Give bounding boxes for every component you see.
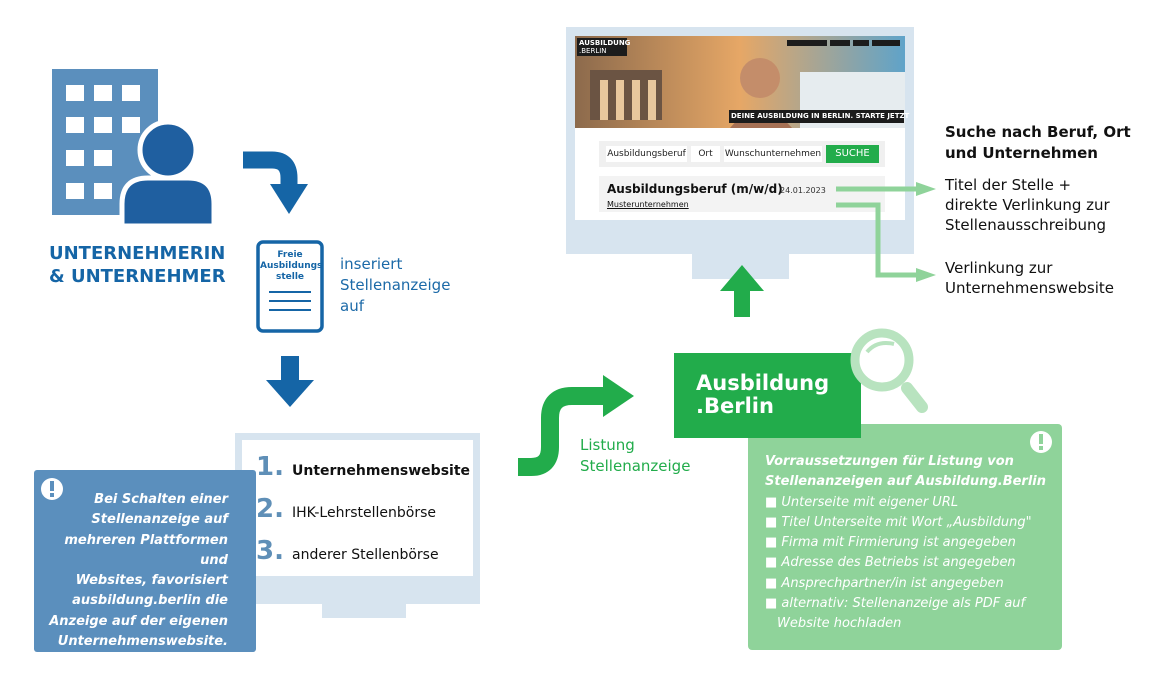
- website-search-button[interactable]: SUCHE: [835, 148, 870, 159]
- tip-text: Bei Schalten einer Stellenanzeige auf me…: [49, 492, 228, 650]
- curved-arrow-right-icon: [518, 375, 634, 476]
- requirements-box-bg: [748, 424, 1062, 650]
- job-document-icon: [256, 240, 324, 333]
- arrow-down-icon: [266, 356, 314, 407]
- website-banner-text: DEINE AUSBILDUNG IN BERLIN. STARTE JETZT: [731, 112, 910, 120]
- tip-box-bg: [34, 470, 256, 652]
- channel-item-ihk: 2. IHK-Lehrstellenbörse: [256, 494, 436, 524]
- list-item: ■ Adresse des Betriebs ist angegeben: [765, 555, 1016, 571]
- channel-item-other: 3. anderer Stellenbörse: [256, 536, 439, 566]
- channels-monitor: [235, 433, 480, 618]
- arrow-up-icon: [720, 265, 764, 317]
- list-item: ■ alternativ: Stellenanzeige als PDF auf: [765, 596, 1026, 612]
- annotation-company-link: Verlinkung zur Unternehmenswebsite: [945, 259, 1115, 297]
- website-search-field-job[interactable]: Ausbildungsberuf: [607, 149, 686, 159]
- website-logo[interactable]: AUSBILDUNG .BERLIN: [579, 39, 631, 55]
- annotation-title-link: Titel der Stelle + direkte Verlinkung zu…: [945, 176, 1110, 234]
- requirements-list: ■ Unterseite mit eigener URL ■ Titel Unt…: [765, 493, 1055, 635]
- annotation-connectors: [836, 186, 918, 278]
- list-item: ■ Titel Unterseite mit Wort „Ausbildung": [765, 514, 1032, 530]
- requirements-text: Vorraussetzungen für Listung von Stellen…: [765, 452, 1055, 635]
- annotation-search: Suche nach Beruf, Ort und Unternehmen: [945, 123, 1131, 162]
- brand-box-bg: [674, 353, 861, 438]
- website-result-company-link[interactable]: Musterunternehmen: [607, 200, 689, 209]
- curved-arrow-down-icon: [243, 151, 308, 214]
- person-icon: [119, 119, 217, 229]
- website-search-field-company[interactable]: Wunschunternehmen: [724, 149, 822, 159]
- website-result-title[interactable]: Ausbildungsberuf (m/w/d): [607, 182, 783, 196]
- company-label: UNTERNEHMERIN & UNTERNEHMER: [49, 243, 226, 287]
- exclamation-icon: [1030, 431, 1052, 453]
- exclamation-icon: [41, 478, 63, 500]
- listing-label: Listung Stellenanzeige: [580, 436, 691, 475]
- channel-item-company-website: 1. Unternehmenswebsite: [256, 452, 471, 482]
- website-result-date: 24.01.2023: [780, 186, 826, 195]
- requirements-title: Vorraussetzungen für Listung von Stellen…: [765, 454, 1046, 490]
- magnifier-icon: [850, 328, 928, 413]
- brand-logo-text: Ausbildung .Berlin: [696, 371, 830, 418]
- list-item: ■ Unterseite mit eigener URL: [765, 494, 959, 510]
- list-item: ■ Firma mit Firmierung ist angegeben: [765, 535, 1016, 551]
- list-item: ■ Ansprechpartner/in ist angegeben: [765, 575, 1004, 591]
- channels-list: 1. Unternehmenswebsite 2. IHK-Lehrstelle…: [256, 452, 471, 572]
- insert-job-label: inseriert Stellenanzeige auf: [340, 255, 451, 315]
- website-search-field-location[interactable]: Ort: [698, 149, 713, 159]
- job-document-text: Freie Ausbildungs stelle: [260, 250, 323, 282]
- website-hero-image: [575, 36, 905, 128]
